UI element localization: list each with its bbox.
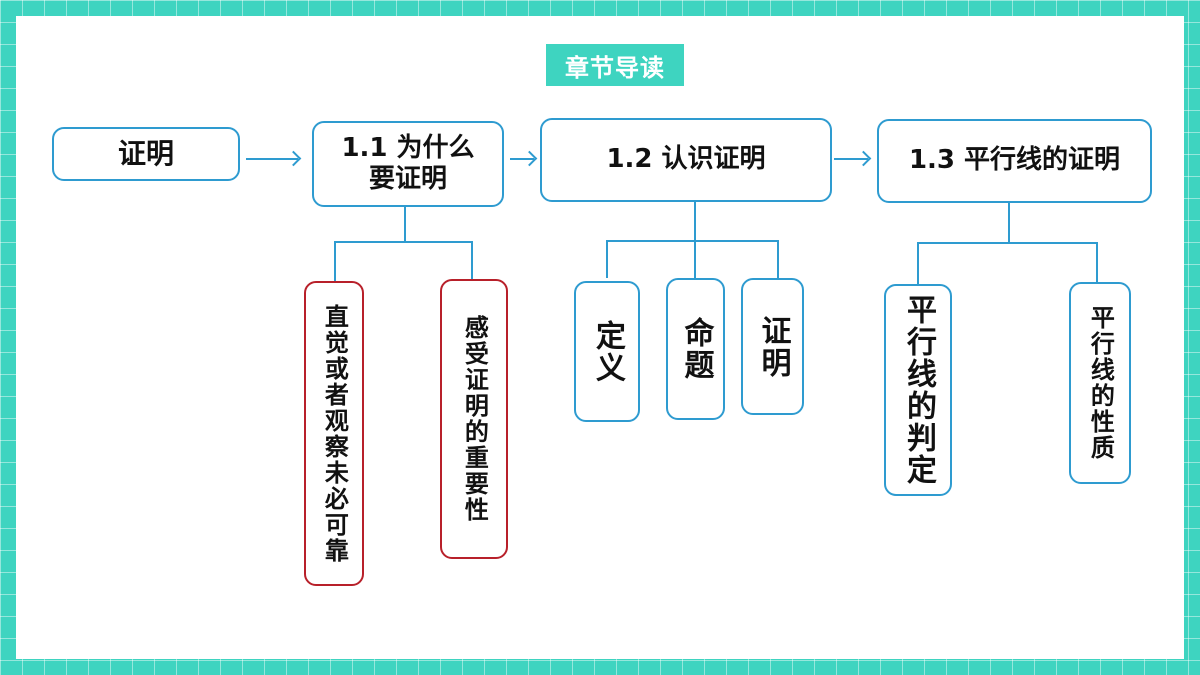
node-1-1-child-1: 直觉或者观察未必可靠 [304, 281, 364, 586]
connector [334, 241, 472, 243]
node-1-2-child-3: 证明 [741, 278, 804, 415]
node-1-2-child-1: 定义 [574, 281, 640, 422]
connector [606, 240, 608, 278]
node-1-1: 1.1 为什么要证明 [312, 121, 504, 207]
slide-canvas: 章节导读 证明 1.1 为什么要证明 1.2 认识证明 1.3 平行线的证明 直… [16, 16, 1184, 659]
connector [694, 240, 696, 278]
section-title: 章节导读 [546, 44, 684, 86]
connector [404, 207, 406, 241]
arrow-1-2-to-1-3 [834, 158, 868, 160]
arrow-1-1-to-1-2 [510, 158, 534, 160]
connector [606, 240, 778, 242]
connector [777, 240, 779, 278]
connector [334, 241, 336, 281]
node-1-2: 1.2 认识证明 [540, 118, 832, 202]
node-1-3: 1.3 平行线的证明 [877, 119, 1152, 203]
connector [1096, 242, 1098, 282]
arrow-root-to-1-1 [246, 158, 298, 160]
connector [694, 202, 696, 240]
node-1-2-child-2: 命题 [666, 278, 725, 420]
node-1-3-child-1: 平行线的判定 [884, 284, 952, 496]
node-root: 证明 [52, 127, 240, 181]
connector [917, 242, 919, 284]
connector [917, 242, 1097, 244]
connector [471, 241, 473, 279]
node-1-1-child-2: 感受证明的重要性 [440, 279, 508, 559]
node-1-3-child-2: 平行线的性质 [1069, 282, 1131, 484]
connector [1008, 203, 1010, 242]
